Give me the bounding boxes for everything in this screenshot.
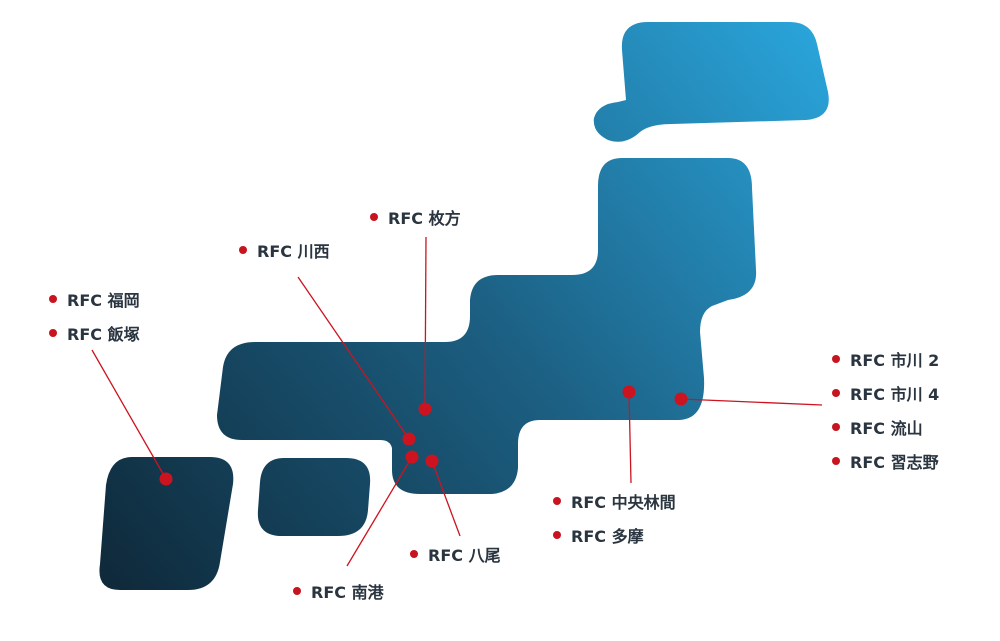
- bullet-icon: [832, 423, 840, 431]
- location-name: RFC 南港: [311, 583, 384, 602]
- location-yao[interactable]: RFC 八尾: [410, 537, 501, 571]
- location-chuo-rinkan[interactable]: RFC 中央林間: [553, 484, 676, 518]
- location-name: RFC 流山: [850, 419, 923, 438]
- location-hirakata[interactable]: RFC 枚方: [370, 200, 461, 234]
- label-group-chiba: RFC 市川 2 RFC 市川 4 RFC 流山 RFC 習志野: [832, 342, 939, 478]
- location-name: RFC 飯塚: [67, 325, 140, 344]
- bullet-icon: [832, 389, 840, 397]
- connector-nanko: [346, 456, 413, 567]
- marker-yao[interactable]: [425, 454, 439, 468]
- connector-fukuoka: [91, 349, 167, 480]
- label-group-kawanishi: RFC 川西: [239, 233, 330, 267]
- label-group-nanko: RFC 南港: [293, 574, 384, 608]
- location-narashino[interactable]: RFC 習志野: [832, 444, 939, 478]
- location-iizuka[interactable]: RFC 飯塚: [49, 316, 140, 350]
- region-honshu: [217, 158, 757, 494]
- bullet-icon: [553, 531, 561, 539]
- location-ichikawa-2[interactable]: RFC 市川 2: [832, 342, 939, 376]
- region-kyushu: [99, 457, 234, 590]
- bullet-icon: [49, 329, 57, 337]
- bullet-icon: [293, 587, 301, 595]
- connector-tama: [628, 391, 632, 484]
- region-hokkaido: [593, 22, 829, 142]
- bullet-icon: [49, 295, 57, 303]
- bullet-icon: [370, 213, 378, 221]
- location-fukuoka[interactable]: RFC 福岡: [49, 282, 140, 316]
- connector-yao: [431, 460, 461, 537]
- marker-fukuoka[interactable]: [159, 472, 173, 486]
- location-name: RFC 多摩: [571, 527, 644, 546]
- label-group-hirakata: RFC 枚方: [370, 200, 461, 234]
- region-shikoku: [257, 458, 371, 536]
- location-name: RFC 福岡: [67, 291, 140, 310]
- marker-tama[interactable]: [622, 385, 636, 399]
- bullet-icon: [832, 457, 840, 465]
- location-name: RFC 中央林間: [571, 493, 676, 512]
- connector-chiba: [680, 398, 823, 406]
- bullet-icon: [553, 497, 561, 505]
- marker-kawanishi[interactable]: [402, 432, 416, 446]
- marker-hirakata[interactable]: [418, 402, 432, 416]
- marker-nanko[interactable]: [405, 450, 419, 464]
- label-group-yao: RFC 八尾: [410, 537, 501, 571]
- location-nagareyama[interactable]: RFC 流山: [832, 410, 939, 444]
- connector-lines: [91, 236, 823, 567]
- bullet-icon: [239, 246, 247, 254]
- location-nanko[interactable]: RFC 南港: [293, 574, 384, 608]
- location-name: RFC 八尾: [428, 546, 501, 565]
- location-name: RFC 川西: [257, 242, 330, 261]
- location-name: RFC 市川 2: [850, 351, 940, 370]
- marker-chiba[interactable]: [674, 392, 688, 406]
- connector-kawanishi: [297, 276, 410, 440]
- location-name: RFC 枚方: [388, 209, 461, 228]
- location-kawanishi[interactable]: RFC 川西: [239, 233, 330, 267]
- label-group-fukuoka: RFC 福岡 RFC 飯塚: [49, 282, 140, 350]
- bullet-icon: [832, 355, 840, 363]
- location-name: RFC 市川 4: [850, 385, 940, 404]
- location-name: RFC 習志野: [850, 453, 939, 472]
- connector-hirakata: [424, 236, 427, 410]
- bullet-icon: [410, 550, 418, 558]
- location-tama[interactable]: RFC 多摩: [553, 518, 676, 552]
- label-group-tama: RFC 中央林間 RFC 多摩: [553, 484, 676, 552]
- location-markers: [159, 385, 688, 486]
- location-ichikawa-4[interactable]: RFC 市川 4: [832, 376, 939, 410]
